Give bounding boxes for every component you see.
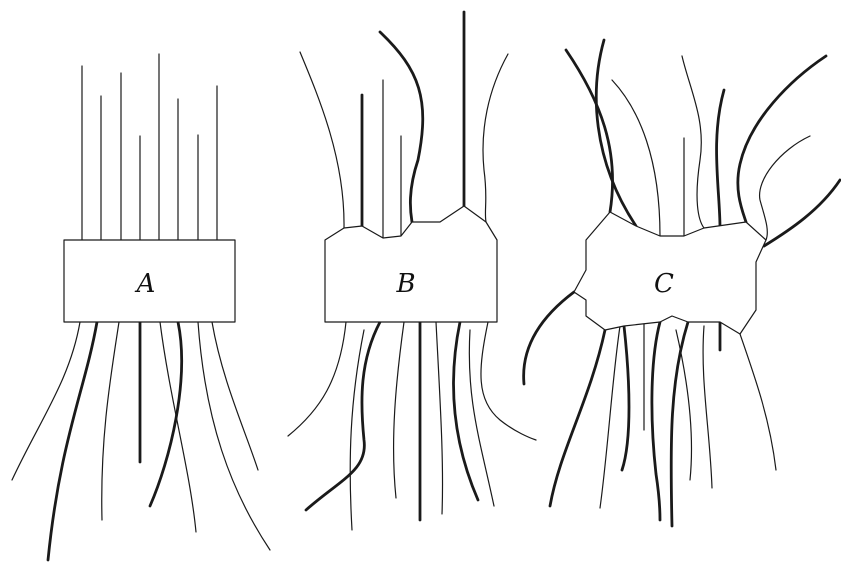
panel-b-bottom-strands xyxy=(288,322,536,530)
panel-c: C xyxy=(524,40,840,526)
panel-c-label: C xyxy=(654,269,674,299)
panel-b-label: B xyxy=(395,269,415,299)
panel-b: B xyxy=(288,12,536,530)
panel-a-bottom-strands xyxy=(12,322,270,560)
panel-b-block xyxy=(325,206,497,322)
panel-a-label: A xyxy=(135,269,156,299)
panel-a-top-strands xyxy=(82,54,217,240)
panel-a: A xyxy=(12,54,270,560)
panel-b-top-strands xyxy=(300,12,508,238)
